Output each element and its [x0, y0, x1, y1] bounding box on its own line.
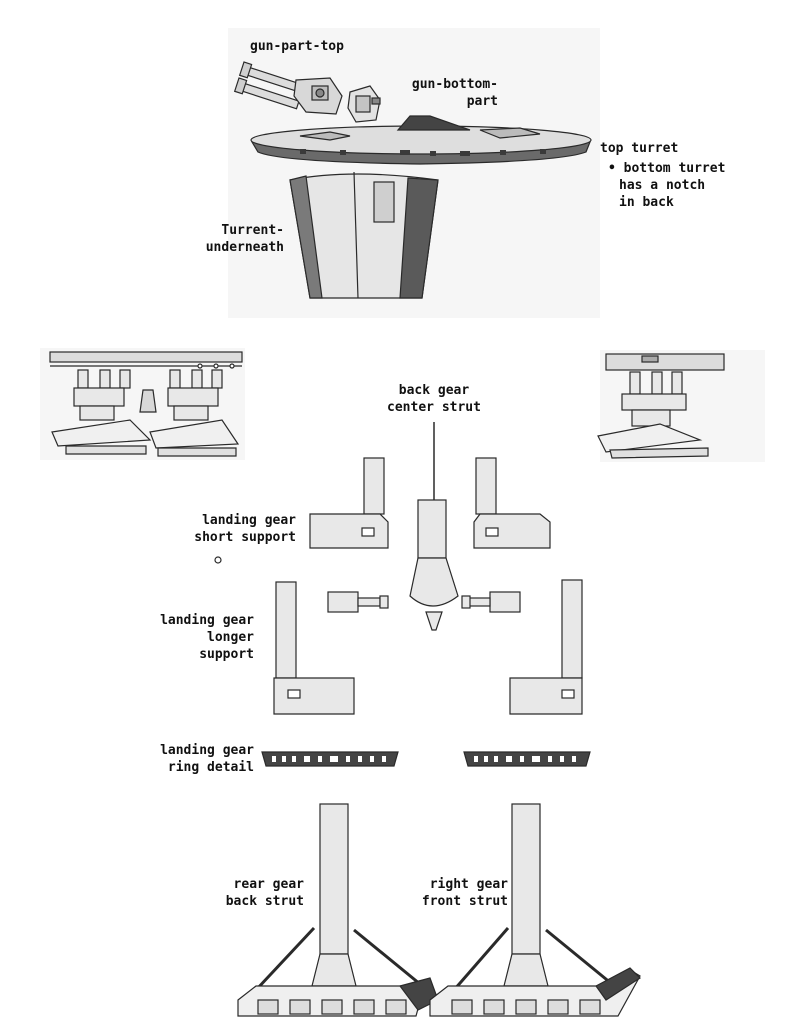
- longer-support-right-drawing: [509, 579, 583, 715]
- label-turret-note: • bottom turret has a notch in back: [608, 161, 726, 210]
- longer-support-left-drawing: [273, 581, 355, 715]
- back-gear-center-strut-drawing: [409, 422, 459, 631]
- ring-detail-left-drawing: [261, 751, 399, 767]
- label-rear-gear-back-strut: rear gear back strut: [225, 877, 304, 909]
- short-support-right-drawing: [473, 457, 551, 549]
- label-landing-gear-ring-detail: landing gear ring detail: [160, 743, 254, 775]
- label-gun-part-top: gun-part-top: [250, 39, 344, 54]
- ring-detail-right-drawing: [463, 751, 591, 767]
- label-gun-bottom-part: gun-bottom- part: [411, 77, 498, 109]
- turrent-underneath-drawing: [289, 171, 439, 299]
- rear-gear-back-strut-drawing: [237, 803, 439, 1017]
- side-link-right-drawing: [461, 591, 521, 613]
- side-link-left-drawing: [327, 591, 389, 613]
- short-support-left-drawing: [309, 457, 389, 549]
- assembled-left-gear-drawing: [49, 351, 243, 457]
- gun-part-top-drawing: [233, 61, 343, 115]
- label-landing-gear-short-support: landing gear short support: [194, 513, 296, 545]
- label-right-gear-front-strut: right gear front strut: [421, 877, 508, 909]
- label-landing-gear-longer-support: landing gear longer support: [160, 613, 254, 662]
- assembled-right-gear-drawing: [597, 353, 725, 459]
- top-turret-drawing: [250, 115, 592, 165]
- label-turrent-underneath: Turrent- underneath: [205, 223, 284, 255]
- ring-marker-icon: [214, 556, 222, 564]
- gun-bottom-part-drawing: [347, 85, 381, 123]
- right-gear-front-strut-drawing: [429, 803, 641, 1017]
- label-back-gear-center-strut: back gear center strut: [387, 383, 481, 415]
- label-top-turret: top turret: [600, 141, 679, 156]
